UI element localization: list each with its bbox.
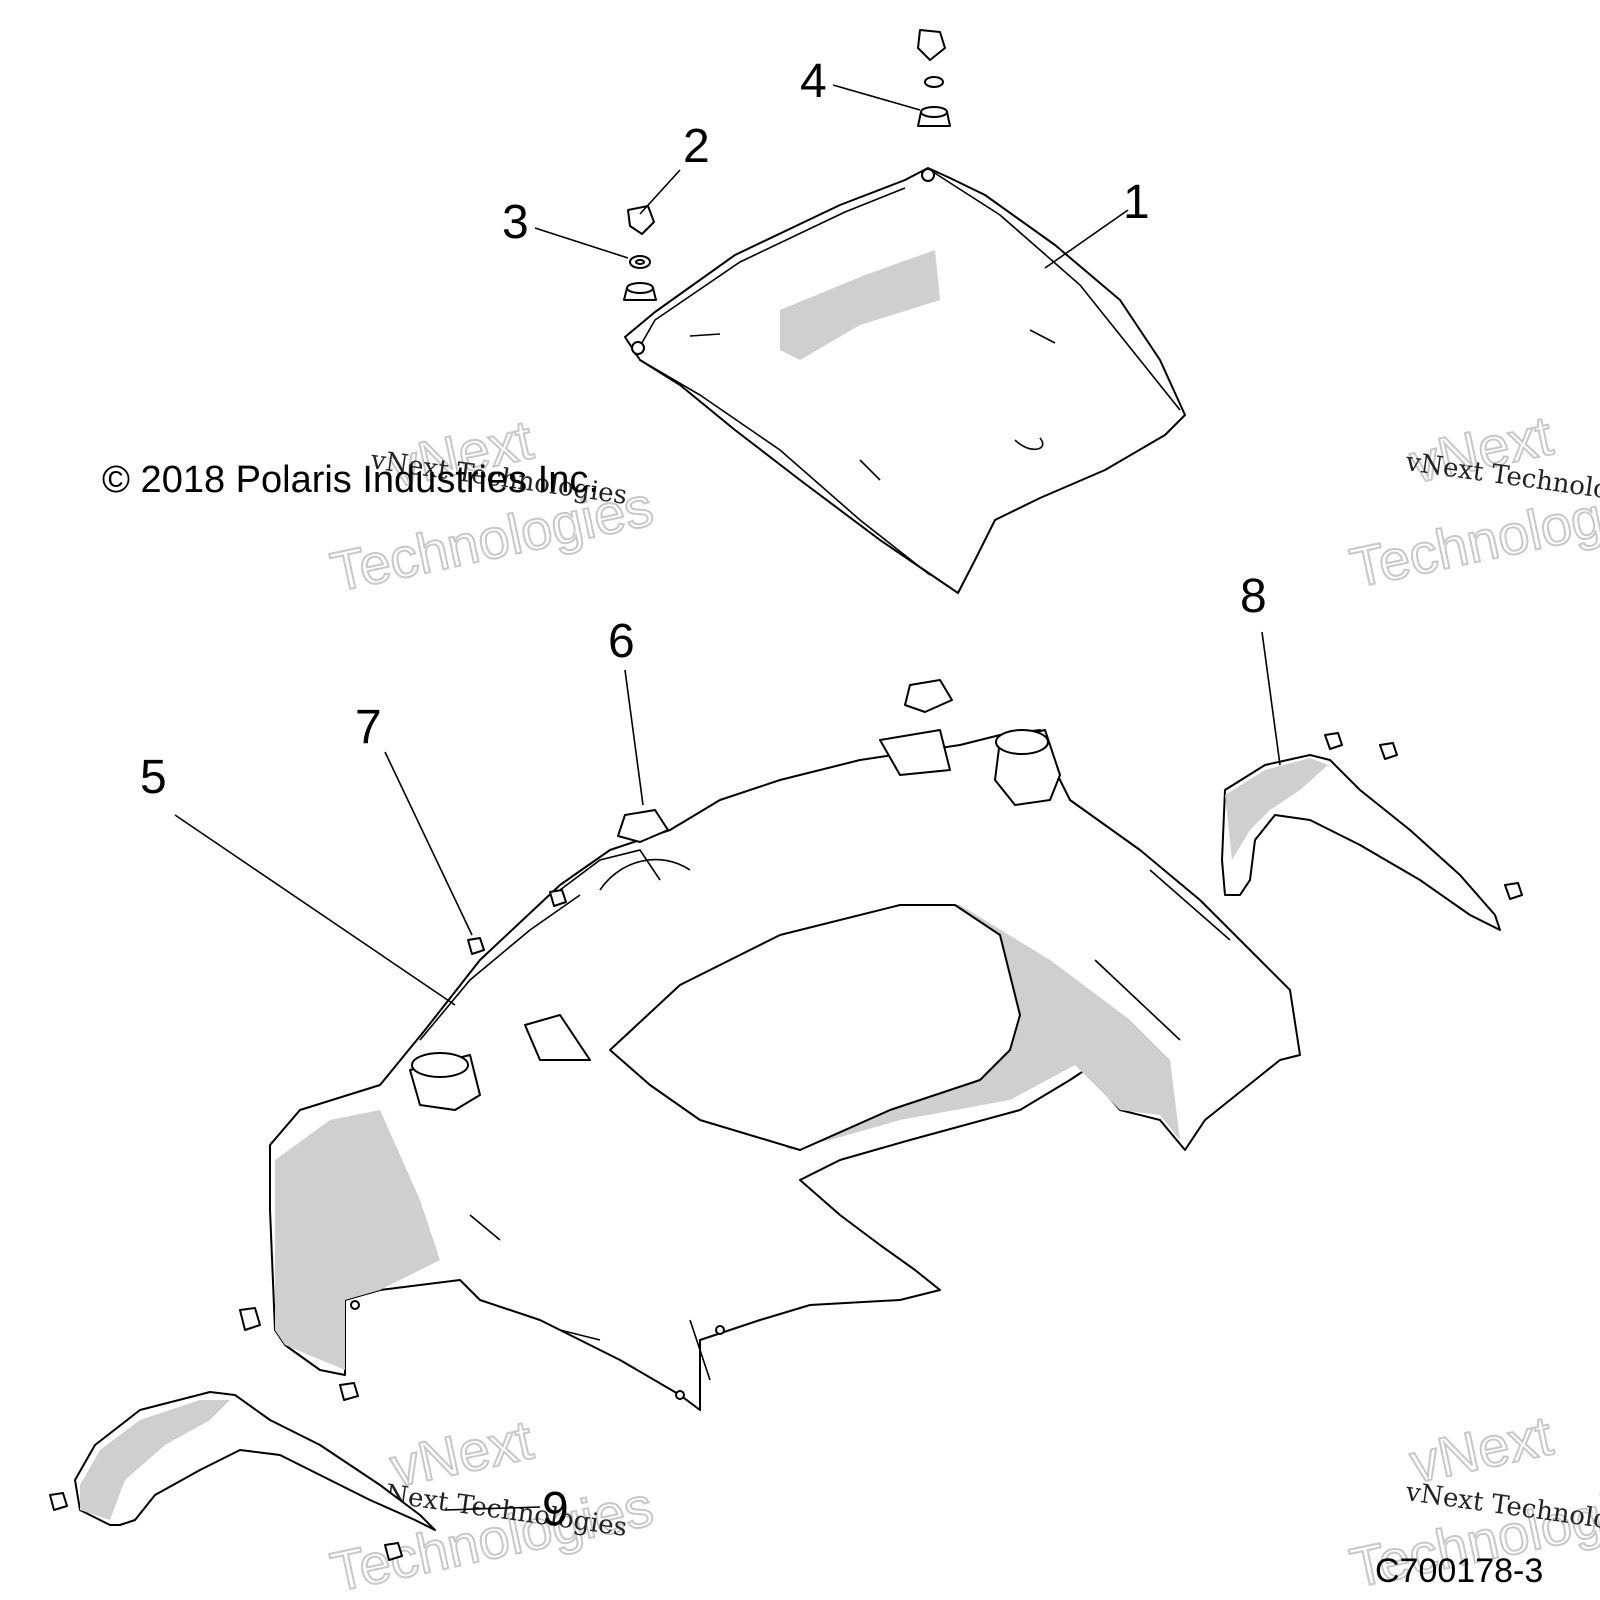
part-1-access-panel [624,167,1186,594]
part-7-push-rivet [467,889,567,955]
leader-6 [624,669,644,806]
leader-3 [534,227,629,259]
callout-3: 3 [502,196,529,249]
callout-8: 8 [1240,570,1267,623]
part-3-washer [629,255,651,269]
leader-lines [174,84,1281,1511]
leader-5 [174,814,456,1006]
part-5-rear-body-panel [269,729,1301,1411]
callout-6: 6 [608,615,635,668]
callout-5: 5 [140,751,167,804]
copyright-notice: © 2018 Polaris Industries Inc. [102,459,599,501]
fastener [49,1492,68,1511]
part-2-fastener [627,205,655,235]
inner-vent [524,1014,591,1061]
callout-9: 9 [542,1483,569,1536]
part-8-fender-flare-right [1221,732,1523,931]
figure-code: C700178-3 [1375,1552,1543,1590]
fastener [1504,882,1523,900]
top-pad [879,729,951,776]
fastener [1324,732,1343,750]
mount-hole [631,341,645,355]
part-6-pad [617,679,953,843]
leader-7 [384,751,473,936]
callout-7: 7 [355,701,382,754]
part-9-fender-flare-left [49,1307,436,1561]
callout-4: 4 [800,55,827,108]
leader-4 [832,84,921,111]
fastener [339,1382,359,1401]
grommet-left [623,282,657,301]
leader-1 [1044,209,1129,269]
callout-1: 1 [1123,176,1150,229]
leader-9 [444,1506,541,1511]
mount-hole [921,168,935,182]
cargo-opening [609,904,1021,1151]
fastener [239,1307,261,1331]
leader-2 [639,169,681,215]
callout-2: 2 [683,120,710,173]
fastener [384,1542,403,1561]
leader-8 [1261,631,1281,766]
callouts: 1 2 3 4 5 6 7 8 9 [140,55,1267,1536]
part-4-fastener [917,29,951,127]
fastener [1379,742,1398,760]
